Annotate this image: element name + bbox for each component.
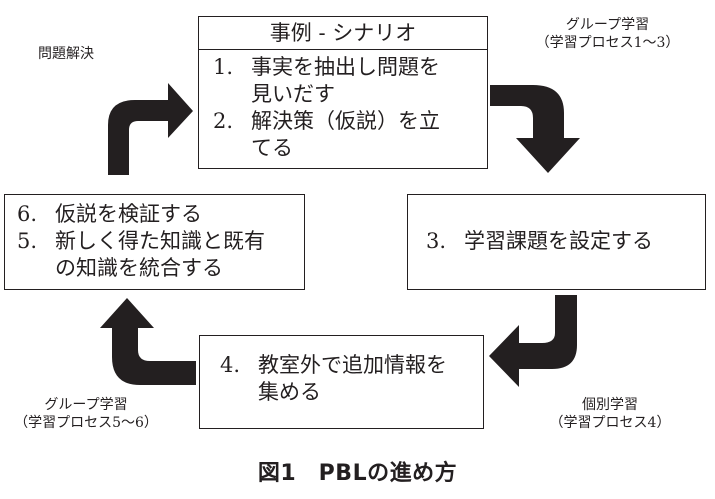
- scenario-box: 事例 - シナリオ 1. 事実を抽出し問題を 見いだす 2. 解決策（仮説）を立…: [198, 16, 488, 169]
- step-text: 学習課題を設定する: [464, 229, 653, 253]
- step-text: 見いだす: [251, 82, 335, 106]
- step-number: 1.: [213, 55, 234, 79]
- step-text: 事実を抽出し問題を: [251, 55, 440, 79]
- step-2-cont: てる: [213, 135, 487, 162]
- step-4-cont: 集める: [220, 379, 483, 406]
- step-2: 2. 解決策（仮説）を立: [213, 108, 487, 135]
- step-5-cont: の知識を統合する: [17, 255, 304, 282]
- label-line: 個別学習: [582, 397, 638, 413]
- arrow-left-up-icon: [100, 298, 196, 385]
- step-number: 4.: [220, 353, 241, 377]
- step-text: 解決策（仮説）を立: [251, 109, 440, 133]
- step-text: の知識を統合する: [55, 256, 223, 280]
- step-number: 5.: [17, 229, 38, 253]
- step-number: 3.: [426, 229, 447, 253]
- label-problem-solving: 問題解決: [38, 46, 94, 62]
- step-text: 新しく得た知識と既有: [55, 229, 265, 253]
- step-4: 4. 教室外で追加情報を: [220, 352, 483, 379]
- arrow-up-right-icon: [108, 83, 193, 175]
- gather-information-box: 4. 教室外で追加情報を 集める: [199, 335, 484, 429]
- label-line: グループ学習: [565, 17, 650, 33]
- set-learning-issues-box: 3. 学習課題を設定する: [407, 194, 706, 290]
- label-individual-learning-4: 個別学習 （学習プロセス4）: [535, 396, 685, 432]
- step-3: 3. 学習課題を設定する: [408, 195, 705, 255]
- step-text: 教室外で追加情報を: [258, 353, 447, 377]
- verify-integrate-box: 6. 仮説を検証する 5. 新しく得た知識と既有 の知識を統合する: [4, 194, 305, 290]
- label-group-learning-5-6: グループ学習 （学習プロセス5〜6）: [0, 396, 172, 432]
- step-text: てる: [251, 136, 293, 160]
- label-line: （学習プロセス1〜3）: [535, 35, 680, 51]
- figure-caption: 図1 PBLの進め方: [257, 461, 458, 486]
- step-6: 6. 仮説を検証する: [17, 201, 304, 228]
- step-5: 5. 新しく得た知識と既有: [17, 228, 304, 255]
- step-1-cont: 見いだす: [213, 81, 487, 108]
- label-line: グループ学習: [44, 397, 128, 413]
- step-number: 2.: [213, 109, 234, 133]
- label-line: （学習プロセス5〜6）: [14, 415, 158, 431]
- arrow-right-down-icon: [490, 85, 580, 173]
- label-line: （学習プロセス4）: [549, 415, 671, 431]
- step-1: 1. 事実を抽出し問題を: [213, 54, 487, 81]
- step-text: 集める: [258, 380, 321, 404]
- step-number: 6.: [17, 202, 38, 226]
- arrow-down-left-icon: [489, 295, 577, 387]
- step-text: 仮説を検証する: [55, 202, 202, 226]
- scenario-box-header: 事例 - シナリオ: [199, 17, 487, 50]
- label-group-learning-1-3: グループ学習 （学習プロセス1〜3）: [520, 16, 695, 52]
